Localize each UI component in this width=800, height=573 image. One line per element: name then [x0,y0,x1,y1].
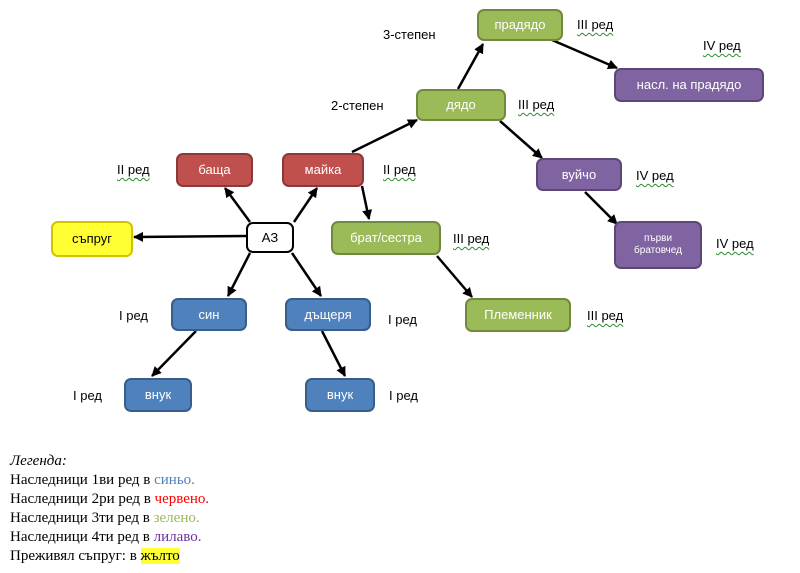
arrow-me-spouse [133,231,247,242]
legend: Легенда: Наследници 1ви ред в синьо. Нас… [10,452,209,566]
node-grandson-left: внук [124,378,192,412]
label-cousin-row: IV ред [716,236,754,251]
arrow-me-daughter [290,252,323,297]
legend-line-2: Наследници 2ри ред в червено. [10,490,209,509]
node-son: син [171,298,247,331]
legend-color-purple: лилаво. [153,529,202,545]
legend-line-2-text: Наследници 2ри ред в [10,491,155,507]
arrow-grandfather-great-grandfather [456,43,485,90]
node-daughter: дъщеря [285,298,371,331]
arrow-daughter-grandson [320,330,347,377]
node-mother: майка [282,153,364,187]
node-grandfather: дядо [416,89,506,121]
arrow-me-father [223,187,252,223]
legend-line-1-text: Наследници 1ви ред в [10,472,155,488]
arrow-mother-grandfather [351,118,418,154]
legend-line-5-text: Преживял съпруг: в [10,548,141,564]
label-daughter-row: I ред [388,312,417,327]
label-grandson-right-row: I ред [389,388,418,403]
node-me: АЗ [246,222,294,253]
node-father: баща [176,153,253,187]
label-uncle-row: IV ред [636,168,674,183]
legend-line-4-text: Наследници 4ти ред в [10,529,154,545]
arrow-uncle-cousin [584,191,618,225]
node-uncle: вуйчо [536,158,622,191]
label-son-row: I ред [119,308,148,323]
node-spouse: съпруг [51,221,133,257]
legend-color-red: червено. [154,491,210,507]
legend-line-1: Наследници 1ви ред в синьо. [10,471,209,490]
arrow-great-grandfather-heir [551,38,618,70]
legend-line-5: Преживял съпруг: в жълто [10,547,209,566]
arrow-me-mother [292,187,319,223]
label-degree-2: 2-степен [331,98,384,113]
legend-color-green: зелено. [153,510,200,526]
arrow-son-grandson [151,330,197,377]
node-nephew: Племенник [465,298,571,332]
node-first-cousin: първи братовчед [614,221,702,269]
legend-line-4: Наследници 4ти ред в лилаво. [10,528,209,547]
legend-color-yellow: жълто [140,548,180,564]
label-father-row: II ред [117,162,150,177]
arrow-grandfather-uncle [499,120,543,159]
node-grandson-right: внук [305,378,375,412]
legend-color-blue: синьо. [154,472,195,488]
label-mother-row: II ред [383,162,416,177]
label-heir-row: IV ред [703,38,741,53]
legend-title: Легенда: [10,453,67,469]
label-nephew-row: III ред [587,308,624,323]
label-sibling-row: III ред [453,231,490,246]
label-grandson-left-row: I ред [73,388,102,403]
label-grandfather-row: III ред [518,97,555,112]
arrow-mother-sibling [360,185,373,220]
node-great-grandfather-heir: насл. на прадядо [614,68,764,102]
label-degree-3: 3-степен [383,27,436,42]
arrow-sibling-nephew [436,255,473,298]
arrow-me-son [226,252,252,297]
legend-line-3-text: Наследници 3ти ред в [10,510,154,526]
node-great-grandfather: прадядо [477,9,563,41]
legend-line-3: Наследници 3ти ред в зелено. [10,509,209,528]
label-great-grandfather-row: III ред [577,17,614,32]
node-sibling: брат/сестра [331,221,441,255]
